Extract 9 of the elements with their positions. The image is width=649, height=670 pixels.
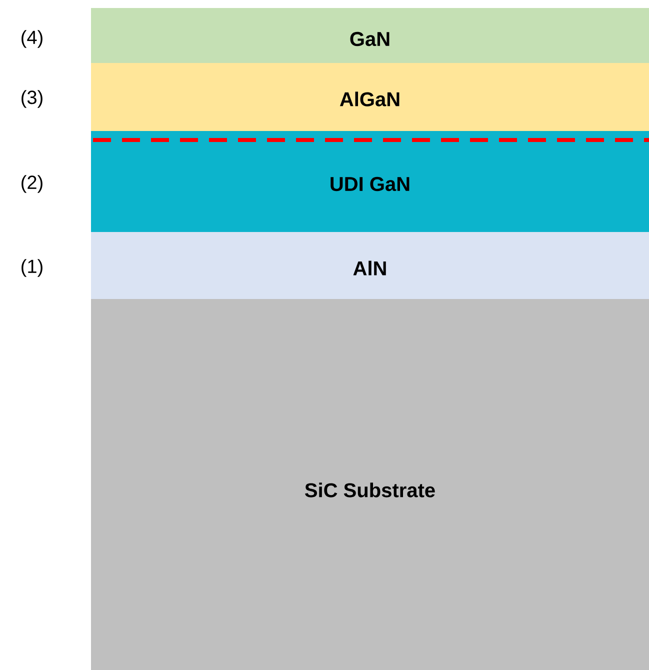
layer-band: GaN bbox=[91, 8, 649, 63]
layer-number: (1) bbox=[22, 259, 42, 277]
layer-band: UDI GaN bbox=[91, 131, 649, 232]
layer-number: (2) bbox=[22, 175, 42, 193]
layer-number: (4) bbox=[22, 30, 42, 48]
layer-band: AlN bbox=[91, 232, 649, 299]
layer-number: (3) bbox=[22, 90, 42, 108]
layer-band: AlGaN bbox=[91, 63, 649, 131]
layer-band: SiC Substrate bbox=[91, 299, 649, 670]
